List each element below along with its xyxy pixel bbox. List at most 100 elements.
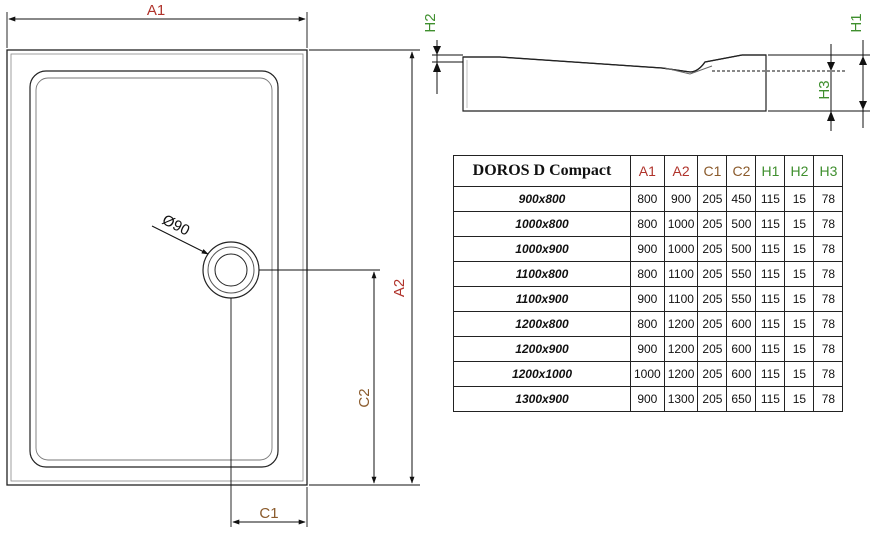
table-cell-h2: 15: [784, 336, 815, 362]
table-cell-c2: 600: [726, 361, 757, 387]
table-cell-c2: 650: [726, 386, 757, 412]
drain-outer-ring: [202, 241, 260, 299]
table-cell-h3: 78: [813, 361, 844, 387]
table-cell-c1: 205: [697, 361, 728, 387]
table-cell-a2: 1000: [663, 236, 699, 262]
table-cell-h3: 78: [813, 261, 844, 287]
table-cell-h2: 15: [784, 386, 815, 412]
h3-label: H3: [816, 80, 833, 99]
table-title: DOROS D Compact: [453, 155, 631, 187]
table-cell-model: 1100x900: [453, 286, 631, 312]
table-cell-h1: 115: [755, 386, 786, 412]
table-cell-a2: 1000: [663, 211, 699, 237]
table-cell-h1: 115: [755, 186, 786, 212]
profile-drain-recess: [664, 65, 713, 75]
tray-basin-inner: [35, 77, 273, 461]
table-cell-h3: 78: [813, 211, 844, 237]
h2-arrow-up: [433, 62, 441, 72]
table-cell-model: 1200x1000: [453, 361, 631, 387]
drain-middle-ring: [207, 246, 255, 294]
table-cell-model: 1000x900: [453, 236, 631, 262]
table-cell-h2: 15: [784, 261, 815, 287]
h1-arrow-bottom: [859, 101, 867, 110]
a1-label: A1: [147, 2, 165, 19]
profile-top-surface: [463, 54, 766, 73]
table-cell-h1: 115: [755, 336, 786, 362]
c2-label: C2: [356, 388, 373, 407]
table-cell-h2: 15: [784, 361, 815, 387]
table-cell-c2: 600: [726, 311, 757, 337]
table-cell-h3: 78: [813, 236, 844, 262]
table-cell-model: 1200x800: [453, 311, 631, 337]
table-cell-h1: 115: [755, 311, 786, 337]
table-cell-h3: 78: [813, 336, 844, 362]
table-cell-a2: 1200: [663, 361, 699, 387]
table-cell-a2: 900: [663, 186, 699, 212]
table-cell-h2: 15: [784, 186, 815, 212]
table-cell-a1: 800: [630, 186, 665, 212]
col-header-c2: C2: [726, 155, 757, 187]
table-cell-c2: 600: [726, 336, 757, 362]
tray-top-view: [6, 49, 308, 486]
table-cell-h2: 15: [784, 286, 815, 312]
tray-basin-outer: [29, 70, 279, 468]
table-cell-h1: 115: [755, 211, 786, 237]
col-header-h3: H3: [813, 155, 844, 187]
table-cell-c1: 205: [697, 261, 728, 287]
h2-arrow-down: [433, 46, 441, 55]
table-cell-c1: 205: [697, 286, 728, 312]
table-cell-c1: 205: [697, 386, 728, 412]
table-cell-c1: 205: [697, 186, 728, 212]
table-cell-model: 1200x900: [453, 336, 631, 362]
table-cell-h2: 15: [784, 311, 815, 337]
col-header-h2: H2: [784, 155, 815, 187]
table-cell-h1: 115: [755, 286, 786, 312]
table-cell-a2: 1200: [663, 336, 699, 362]
table-cell-a1: 900: [630, 336, 665, 362]
table-cell-c1: 205: [697, 236, 728, 262]
table-cell-h3: 78: [813, 286, 844, 312]
table-cell-a2: 1200: [663, 311, 699, 337]
table-cell-h1: 115: [755, 236, 786, 262]
h3-arrow-bottom: [827, 111, 835, 121]
table-cell-a2: 1100: [663, 286, 699, 312]
table-cell-a1: 900: [630, 236, 665, 262]
table-cell-c2: 500: [726, 211, 757, 237]
table-cell-a1: 1000: [630, 361, 665, 387]
table-cell-c2: 450: [726, 186, 757, 212]
table-cell-h2: 15: [784, 211, 815, 237]
table-cell-model: 1000x800: [453, 211, 631, 237]
a2-label: A2: [391, 279, 408, 297]
table-cell-model: 1300x900: [453, 386, 631, 412]
table-cell-h3: 78: [813, 386, 844, 412]
table-cell-a1: 900: [630, 386, 665, 412]
table-header-row: DOROS D Compact A1 A2 C1 C2 H1 H2 H3: [453, 155, 844, 187]
table-cell-h2: 15: [784, 236, 815, 262]
dimension-table: DOROS D Compact A1 A2 C1 C2 H1 H2 H3 900…: [453, 155, 844, 412]
col-header-a1: A1: [630, 155, 665, 187]
h3-arrow-top: [827, 62, 835, 71]
h2-label: H2: [422, 13, 439, 32]
c1-label: C1: [259, 505, 278, 522]
tray-outer-outline: [6, 49, 308, 486]
tray-rim-inner-edge: [10, 53, 304, 482]
drain-inner-ring: [214, 253, 248, 287]
table-cell-c1: 205: [697, 336, 728, 362]
table-cell-model: 1100x800: [453, 261, 631, 287]
table-cell-a2: 1300: [663, 386, 699, 412]
table-cell-h1: 115: [755, 261, 786, 287]
table-cell-c1: 205: [697, 311, 728, 337]
table-cell-c1: 205: [697, 211, 728, 237]
table-cell-h3: 78: [813, 311, 844, 337]
table-cell-a1: 900: [630, 286, 665, 312]
table-cell-a1: 800: [630, 211, 665, 237]
